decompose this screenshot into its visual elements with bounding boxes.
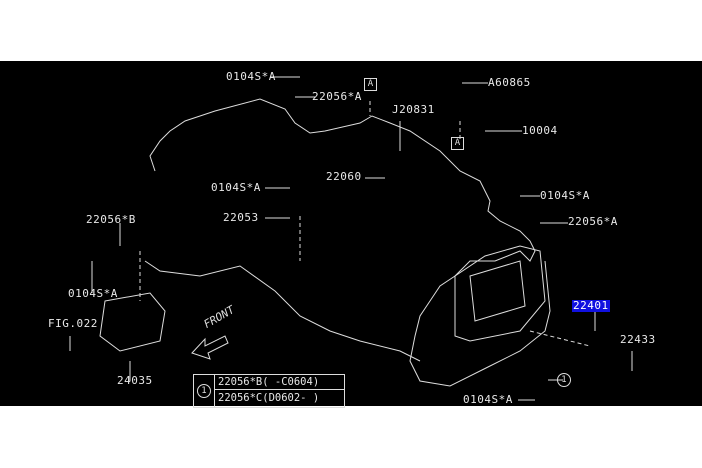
block-outline xyxy=(454,245,546,342)
part-label-22056-a[interactable]: 22056*A xyxy=(568,215,618,228)
coil-outline xyxy=(99,292,166,352)
diagram-canvas: 0104S*A 22056*A A J20831 A60865 10004 A … xyxy=(0,61,702,408)
lower-outline xyxy=(144,260,421,362)
part-label-0104s-a[interactable]: 0104S*A xyxy=(226,70,276,83)
ref-marker-a: A xyxy=(364,78,377,91)
part-label-22056-b[interactable]: 22056*B xyxy=(86,213,136,226)
dash-lines xyxy=(139,101,591,347)
part-label-0104s-a[interactable]: 0104S*A xyxy=(540,189,590,202)
part-label-22056-a[interactable]: 22056*A xyxy=(312,90,362,103)
part-label-22060[interactable]: 22060 xyxy=(326,170,362,183)
part-label-22433[interactable]: 22433 xyxy=(620,333,656,346)
part-label-0104s-a[interactable]: 0104S*A xyxy=(211,181,261,194)
engine-outline xyxy=(149,98,551,387)
legend-callout-1: 1 xyxy=(197,384,211,398)
ref-marker-a: A xyxy=(451,137,464,150)
part-label-0104s-a[interactable]: 0104S*A xyxy=(463,393,513,406)
part-label-22401-selected[interactable]: 22401 xyxy=(572,299,610,312)
part-label-a60865[interactable]: A60865 xyxy=(488,76,531,89)
legend-row-22056-b[interactable]: 22056*B( -C0604) xyxy=(215,375,344,390)
part-label-10004[interactable]: 10004 xyxy=(522,124,558,137)
part-label-24035[interactable]: 24035 xyxy=(117,374,153,387)
front-arrow xyxy=(191,335,229,360)
callout-1[interactable]: 1 xyxy=(557,373,571,387)
figure-link-fig022[interactable]: FIG.022 xyxy=(48,317,98,330)
legend-symbol-cell: 1 xyxy=(194,375,215,407)
part-label-j20831[interactable]: J20831 xyxy=(392,103,435,116)
part-label-0104s-a[interactable]: 0104S*A xyxy=(68,287,118,300)
legend-row-22056-c[interactable]: 22056*C(D0602- ) xyxy=(218,392,320,404)
variant-legend-table: 1 22056*B( -C0604) 22056*C(D0602- ) xyxy=(193,374,345,408)
engine-line-art xyxy=(69,76,633,401)
leader-lines xyxy=(69,76,633,401)
part-label-22053[interactable]: 22053 xyxy=(223,211,259,224)
